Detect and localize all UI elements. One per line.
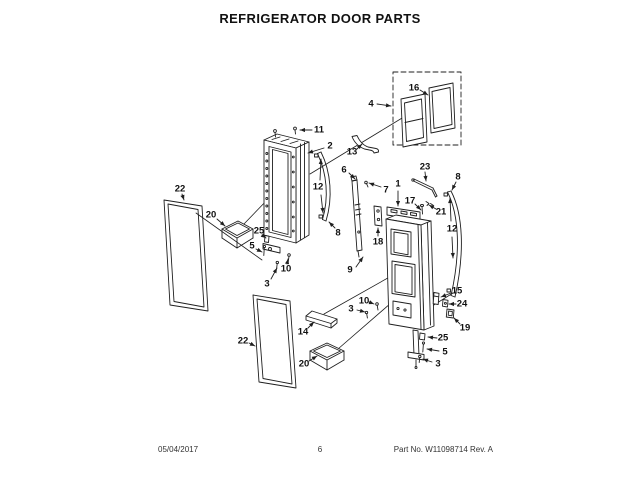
door-gasket-right — [252, 294, 297, 389]
door-mullion-rod — [350, 175, 363, 258]
door-bin-upper — [221, 220, 254, 249]
callout-20: 20 — [206, 210, 217, 221]
callout-7: 7 — [383, 185, 388, 196]
callout-18: 18 — [373, 237, 384, 248]
door-gasket-left — [163, 199, 209, 312]
callout-17: 17 — [405, 196, 416, 207]
hinge-bracket-18 — [373, 205, 383, 227]
mid-door-screws — [364, 302, 379, 319]
callout-20: 20 — [299, 359, 310, 370]
callout-2: 2 — [327, 141, 332, 152]
callout-6: 6 — [341, 165, 346, 176]
callout-10: 10 — [359, 296, 370, 307]
right-refrigerator-door — [385, 201, 435, 369]
callout-1: 1 — [395, 179, 401, 190]
callout-25: 25 — [438, 333, 449, 344]
callout-23: 23 — [420, 162, 431, 173]
callout-19: 19 — [460, 323, 471, 334]
callout-5: 5 — [249, 241, 255, 252]
callout-24: 24 — [457, 299, 468, 310]
page-title: REFRIGERATOR DOOR PARTS — [219, 11, 421, 26]
callout-25: 25 — [254, 226, 265, 237]
callout-12: 12 — [447, 224, 458, 235]
callout-3: 3 — [435, 359, 440, 370]
footer-date: 05/04/2017 — [158, 445, 199, 454]
callout-14: 14 — [298, 327, 309, 338]
callout-5: 5 — [442, 347, 448, 358]
callout-4: 4 — [368, 99, 374, 110]
callout-21: 21 — [436, 207, 447, 218]
mounting-rail-14 — [305, 310, 338, 329]
callout-10: 10 — [281, 264, 292, 275]
footer-part-number: Part No. W11098714 Rev. A — [393, 445, 493, 454]
callout-9: 9 — [347, 265, 352, 276]
callout-11: 11 — [314, 125, 325, 136]
callout-3: 3 — [348, 304, 353, 315]
callout-15: 15 — [452, 286, 463, 297]
callout-22: 22 — [238, 336, 249, 347]
callout-22: 22 — [175, 184, 186, 195]
footer-page-number: 6 — [317, 445, 323, 454]
water-fill-tube-23 — [411, 178, 438, 198]
rod-top-screw-7 — [364, 180, 369, 188]
dispenser-frame-assembly — [392, 71, 462, 148]
callout-13: 13 — [347, 147, 358, 158]
callout-labels: 1233345567889101011121213141516171819202… — [175, 83, 471, 370]
callout-3: 3 — [264, 279, 269, 290]
callout-12: 12 — [313, 182, 324, 193]
right-door-hinge-parts — [418, 292, 455, 363]
callout-8: 8 — [455, 172, 460, 183]
callout-8: 8 — [335, 228, 340, 239]
callout-16: 16 — [409, 83, 420, 94]
left-refrigerator-door — [262, 126, 310, 254]
door-bin-lower — [309, 342, 345, 371]
left-door-handle — [314, 151, 331, 222]
